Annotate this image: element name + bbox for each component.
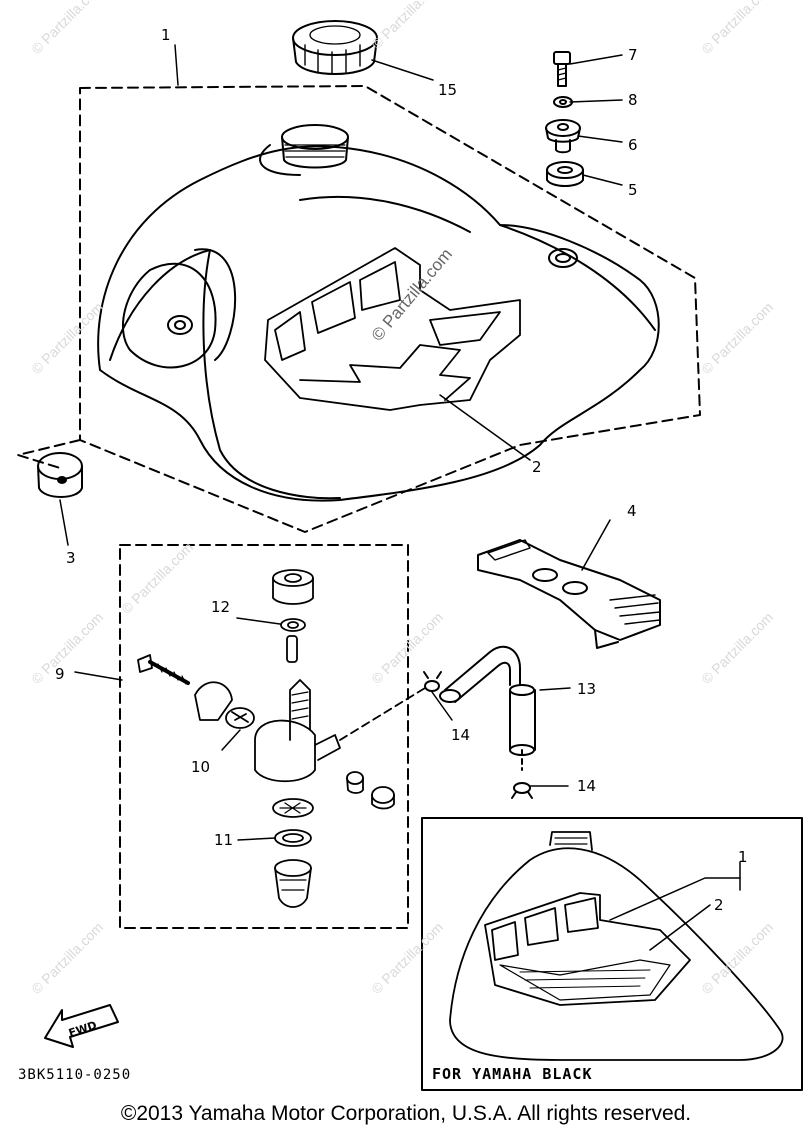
diagram-code: 3BK5110-0250 xyxy=(18,1067,132,1083)
callout-3: 3 xyxy=(66,549,76,567)
callout-5: 5 xyxy=(628,181,638,199)
callout-11: 11 xyxy=(214,831,233,849)
callout-14a: 14 xyxy=(451,726,470,744)
bracket-4 xyxy=(477,539,661,649)
damper-5 xyxy=(546,161,584,187)
callout-inset-1: 1 xyxy=(738,848,748,866)
collar-6 xyxy=(545,119,581,154)
copyright-notice: ©2013 Yamaha Motor Corporation, U.S.A. A… xyxy=(120,1102,692,1125)
callout-2: 2 xyxy=(532,458,542,476)
hose-clip-14a xyxy=(423,671,442,692)
fuel-hose-13 xyxy=(439,645,536,771)
tank-assembly-boundary xyxy=(79,85,701,533)
fuel-cock-assembly xyxy=(137,569,426,908)
callout-9: 9 xyxy=(55,665,65,683)
callout-8: 8 xyxy=(628,91,638,109)
bolt-7 xyxy=(553,51,571,87)
grommet-leader xyxy=(17,439,81,469)
callout-13: 13 xyxy=(577,680,596,698)
callout-inset-2: 2 xyxy=(714,896,724,914)
leader-lines xyxy=(59,44,741,951)
fwd-arrow-icon xyxy=(44,1004,119,1048)
inset-box xyxy=(421,817,803,1091)
callout-14b: 14 xyxy=(577,777,596,795)
callout-labels: 1 15 7 8 6 5 2 4 3 12 9 13 14 10 14 11 1… xyxy=(55,26,748,1040)
fuel-tank xyxy=(97,124,660,502)
inset-tank xyxy=(449,831,784,1061)
callout-15: 15 xyxy=(438,81,457,99)
tank-emblem xyxy=(264,247,521,411)
callout-10: 10 xyxy=(191,758,210,776)
callout-12: 12 xyxy=(211,598,230,616)
fwd-label: FWD xyxy=(67,1019,98,1040)
callout-1: 1 xyxy=(161,26,171,44)
inset-label: FOR YAMAHA BLACK xyxy=(432,1065,593,1083)
fuel-cap xyxy=(292,20,378,75)
fuel-cock-boundary xyxy=(119,544,409,929)
callout-6: 6 xyxy=(628,136,638,154)
callout-7: 7 xyxy=(628,46,638,64)
callout-4: 4 xyxy=(627,502,637,520)
hose-clip-14b xyxy=(511,782,533,799)
grommet-3 xyxy=(37,452,83,498)
